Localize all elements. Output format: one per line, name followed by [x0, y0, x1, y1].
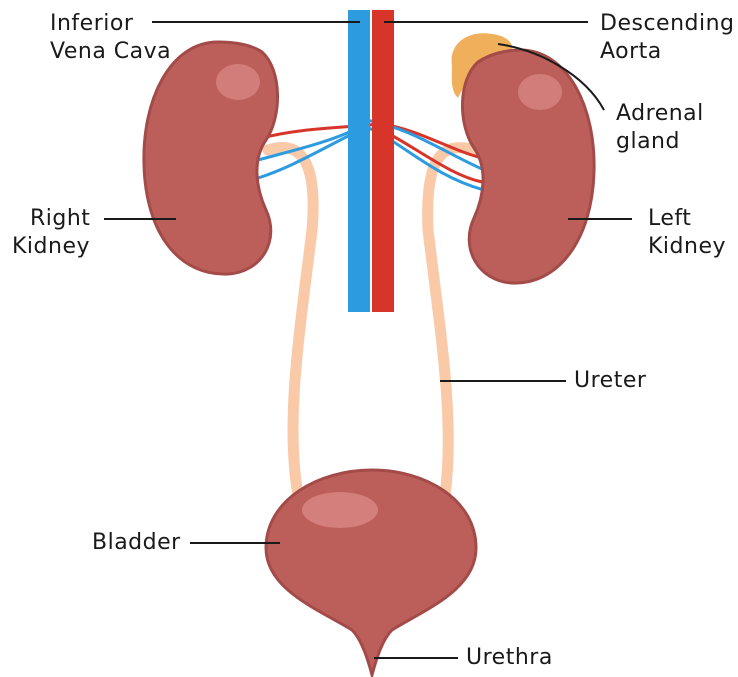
right-kidney [144, 42, 278, 274]
label-left-kidney-line2: Kidney [648, 233, 726, 261]
label-right-kidney-line1: Right [12, 205, 90, 233]
label-ureter: Ureter [574, 367, 646, 395]
label-bladder: Bladder [92, 529, 181, 557]
label-inferior-vena-cava-line1: Inferior [50, 10, 171, 38]
ureters [268, 148, 475, 495]
inferior-vena-cava [348, 10, 370, 312]
label-descending-aorta-line1: Descending [600, 10, 735, 38]
left-ureter [428, 148, 475, 495]
right-ureter [268, 148, 313, 495]
label-right-kidney: Right Kidney [12, 205, 90, 261]
left-kidney [462, 50, 594, 283]
label-urethra: Urethra [466, 644, 553, 672]
label-adrenal-gland: Adrenal gland [616, 100, 704, 156]
label-inferior-vena-cava: Inferior Vena Cava [50, 10, 171, 66]
descending-aorta [372, 10, 394, 312]
label-descending-aorta-line2: Aorta [600, 38, 735, 66]
label-inferior-vena-cava-line2: Vena Cava [50, 38, 171, 66]
label-left-kidney: Left Kidney [648, 205, 726, 261]
label-descending-aorta: Descending Aorta [600, 10, 735, 66]
label-right-kidney-line2: Kidney [12, 233, 90, 261]
label-left-kidney-line1: Left [648, 205, 726, 233]
label-adrenal-gland-line2: gland [616, 128, 704, 156]
bladder [266, 470, 476, 675]
label-adrenal-gland-line1: Adrenal [616, 100, 704, 128]
